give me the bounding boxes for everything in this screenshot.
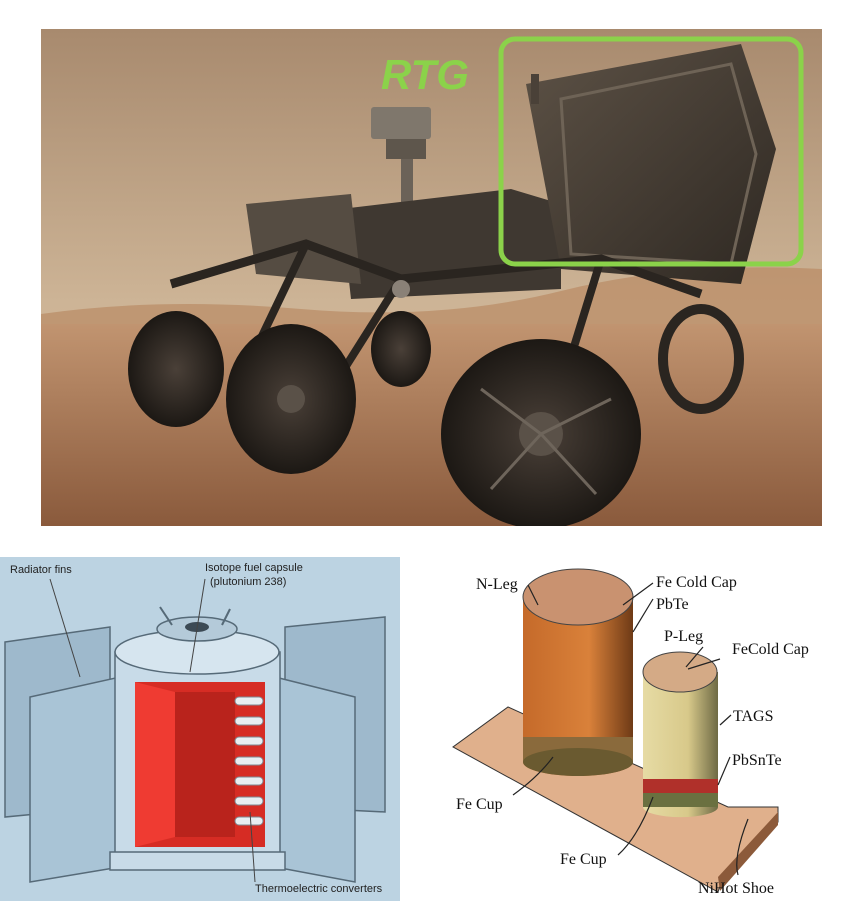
label-fe-cup-n: Fe Cup <box>456 796 503 813</box>
rtg-unit <box>526 44 776 284</box>
p-leg-cold-cap <box>642 651 718 693</box>
thermoelectric-converters <box>234 696 264 826</box>
thermocouple-diagram: N-Leg Fe Cold Cap PbTe P-Leg FeCold Cap … <box>428 557 861 901</box>
rover-illustration: RTG <box>41 29 822 526</box>
label-radiator-fins: Radiator fins <box>10 564 72 576</box>
label-fuel-capsule-material: (plutonium 238) <box>210 576 286 588</box>
rtg-callout-box <box>498 36 804 267</box>
rover-photo: RTG <box>41 29 822 526</box>
label-tags: TAGS <box>733 708 774 725</box>
rtg-cutaway-diagram: Radiator fins Isotope fuel capsule (plut… <box>0 557 400 901</box>
rtg-cutaway-illustration: Radiator fins Isotope fuel capsule (plut… <box>0 557 400 901</box>
label-pbsnte: PbSnTe <box>732 752 782 769</box>
label-fe-cup-p: Fe Cup <box>560 851 607 868</box>
label-thermoelectric-converters: Thermoelectric converters <box>255 883 383 895</box>
rtg-callout-label: RTG <box>381 51 469 98</box>
label-n-leg: N-Leg <box>476 576 518 593</box>
label-fuel-capsule: Isotope fuel capsule <box>205 562 303 574</box>
radiator-fin-left-front <box>29 676 121 883</box>
label-fe-cold-cap-p: FeCold Cap <box>732 641 809 658</box>
wheel-rear-left <box>128 311 224 427</box>
label-pbte: PbTe <box>656 596 689 613</box>
n-leg <box>523 597 633 776</box>
n-leg-cold-cap <box>522 568 634 626</box>
wheel-middle-right <box>371 311 431 387</box>
radiator-fin-right-front <box>274 676 356 883</box>
label-fe-cold-cap-n: Fe Cold Cap <box>656 574 737 591</box>
pbsnte-segment <box>643 779 718 793</box>
wheel-front-right <box>658 304 744 414</box>
label-p-leg: P-Leg <box>664 628 703 645</box>
label-nihot-shoe: NiHot Shoe <box>698 880 774 897</box>
thermocouple-illustration: N-Leg Fe Cold Cap PbTe P-Leg FeCold Cap … <box>428 557 861 901</box>
